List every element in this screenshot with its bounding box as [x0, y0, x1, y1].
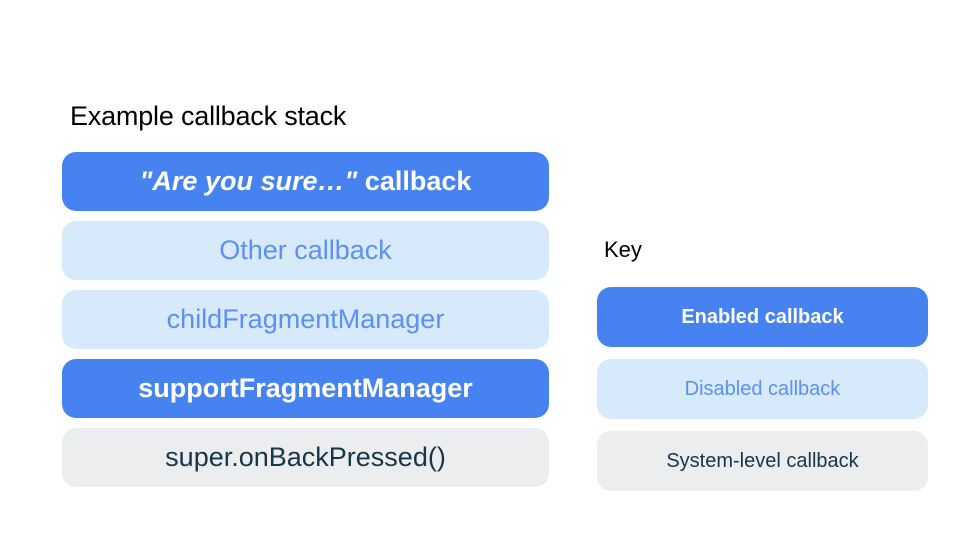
callback-stack: "Are you sure…" callback Other callback … [62, 152, 549, 487]
stack-item-label-rest: callback [357, 166, 472, 196]
stack-item-are-you-sure-callback: "Are you sure…" callback [62, 152, 549, 211]
key-legend: Enabled callback Disabled callback Syste… [597, 287, 928, 491]
stack-item-support-fragment-manager: supportFragmentManager [62, 359, 549, 418]
key-item-system-level-callback: System-level callback [597, 431, 928, 491]
stack-item-label-italic: "Are you sure…" [139, 166, 358, 196]
stack-item-other-callback: Other callback [62, 221, 549, 280]
stack-item-child-fragment-manager: childFragmentManager [62, 290, 549, 349]
key-item-enabled-callback: Enabled callback [597, 287, 928, 347]
key-title: Key [604, 237, 642, 262]
stack-item-super-on-back-pressed: super.onBackPressed() [62, 428, 549, 487]
stack-title: Example callback stack [70, 101, 347, 131]
key-item-disabled-callback: Disabled callback [597, 359, 928, 419]
